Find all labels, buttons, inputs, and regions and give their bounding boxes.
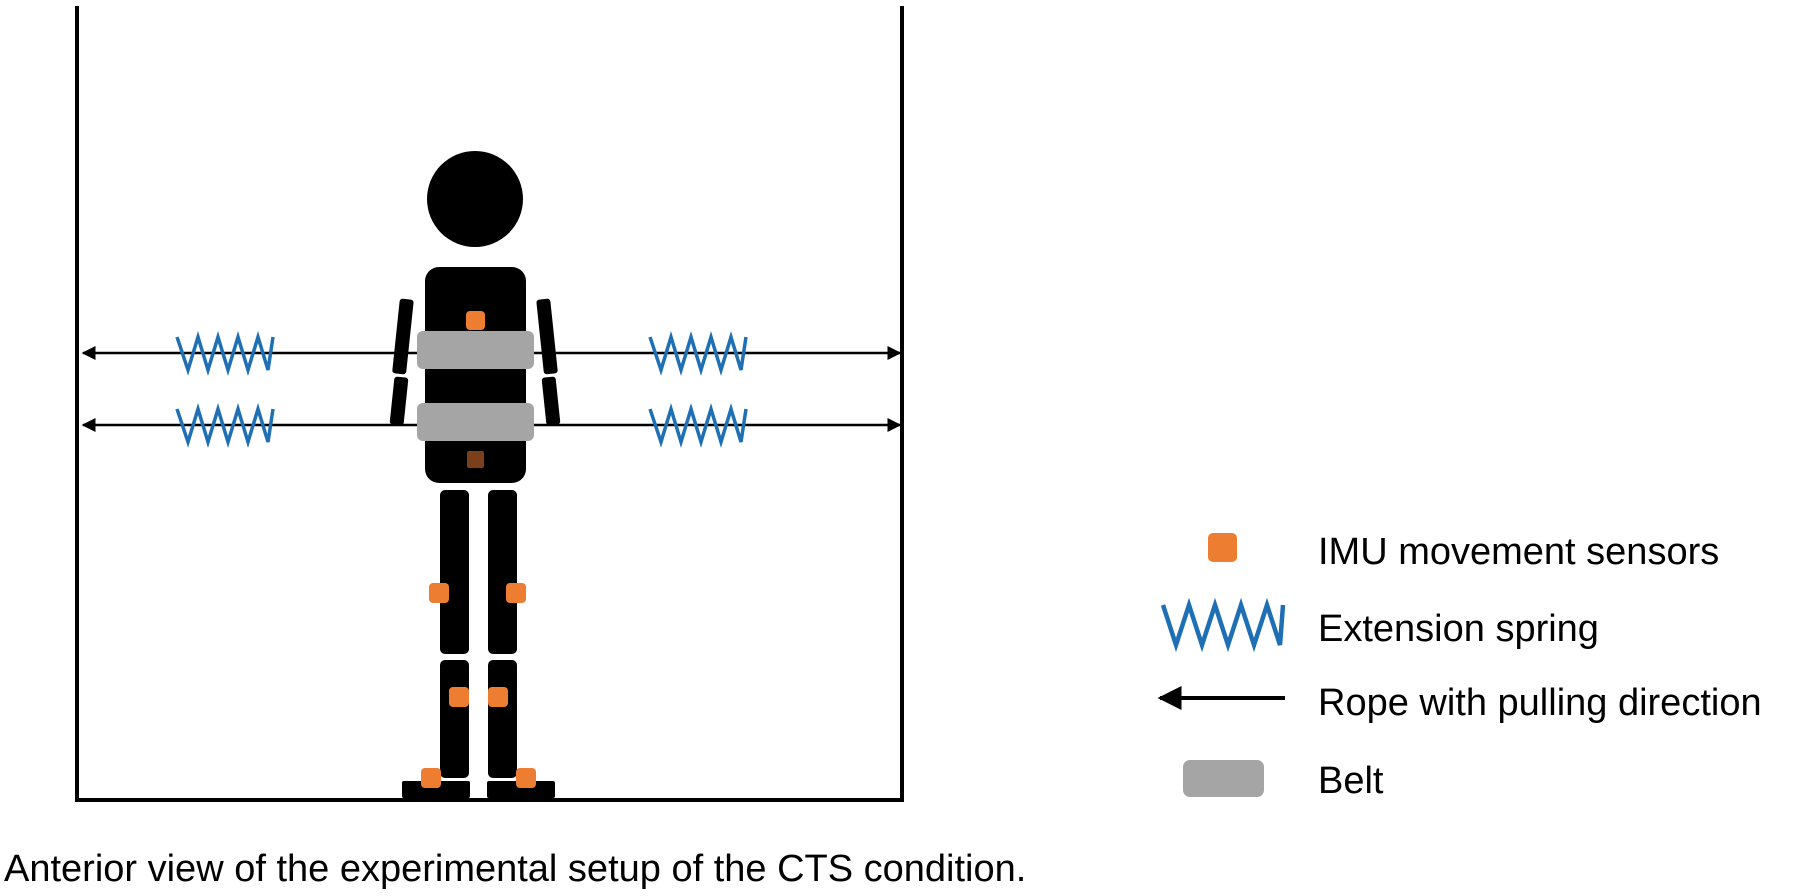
frame [75, 6, 904, 802]
spring-upper-left [175, 330, 275, 377]
right-lower-arm [541, 376, 561, 426]
left-lower-arm [389, 376, 409, 426]
legend-label-sensor: IMU movement sensors [1318, 531, 1720, 573]
imu-sensor-back [467, 451, 484, 468]
head [427, 151, 523, 247]
orange-square-icon [1208, 533, 1237, 562]
imu-sensor-left-shank [449, 687, 469, 707]
zigzag-spring-icon [1160, 597, 1286, 653]
legend [1157, 533, 1286, 797]
spring-upper-right [648, 330, 748, 377]
person-figure [389, 151, 561, 798]
imu-sensor-right-foot [516, 768, 536, 788]
right-foot [487, 781, 555, 798]
right-shank [488, 660, 517, 778]
imu-sensor-left-foot [421, 768, 441, 788]
imu-sensor-chest [466, 311, 485, 330]
imu-sensor-left-thigh [429, 583, 449, 603]
legend-label-rope: Rope with pulling direction [1318, 682, 1762, 724]
left-foot [402, 781, 470, 798]
spring-lower-right [648, 402, 748, 449]
legend-label-belt: Belt [1318, 760, 1384, 802]
imu-sensor-right-shank [488, 687, 508, 707]
left-thigh [440, 490, 469, 654]
imu-sensor-right-thigh [506, 583, 526, 603]
left-upper-arm [392, 298, 414, 375]
right-thigh [488, 490, 517, 654]
legend-label-spring: Extension spring [1318, 608, 1599, 650]
upper-belt [417, 331, 534, 369]
left-shank [440, 660, 469, 778]
right-upper-arm [536, 298, 558, 375]
gray-rounded-rect-icon [1183, 760, 1264, 797]
torso [425, 267, 526, 483]
lower-belt [417, 403, 534, 441]
figure-caption: Anterior view of the experimental setup … [4, 848, 1027, 890]
spring-lower-left [175, 402, 275, 449]
